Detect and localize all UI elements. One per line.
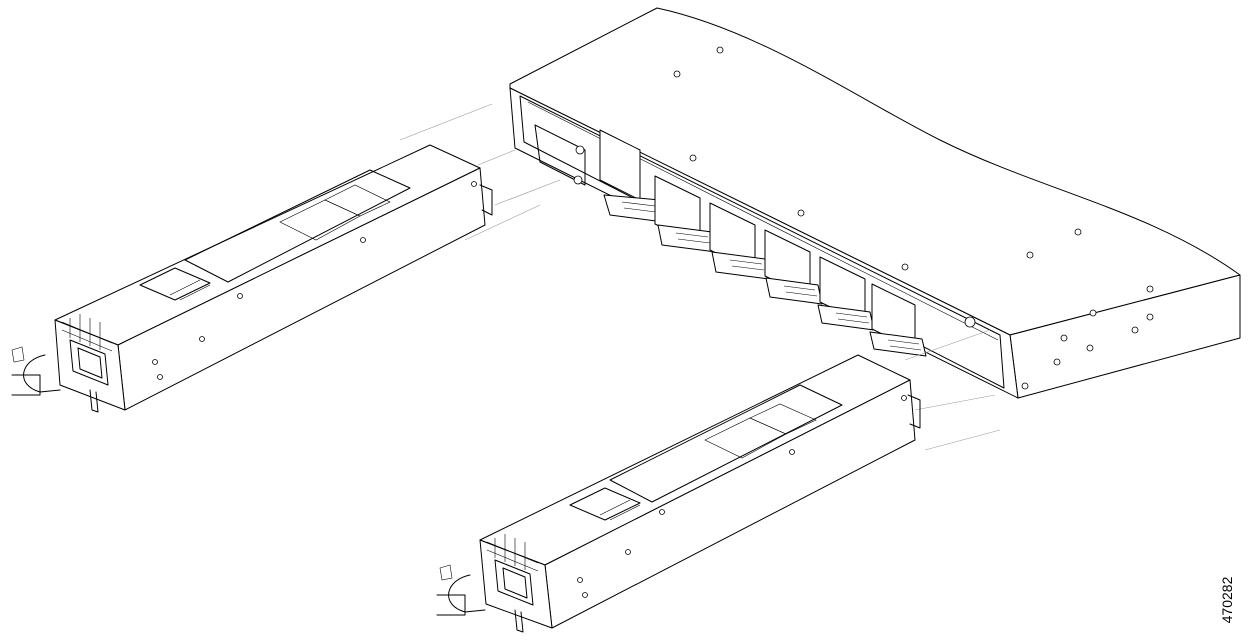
power-supply-module-upper — [11, 144, 493, 413]
alignment-guides — [399, 103, 1001, 451]
fan-module-5 — [817, 256, 875, 331]
power-supply-bay — [534, 124, 586, 186]
power-supply-module-lower — [436, 354, 921, 633]
chassis-screws — [673, 46, 1154, 390]
figure-number: 470282 — [1212, 560, 1242, 640]
fan-module-1 — [599, 129, 665, 223]
fan-module-6 — [869, 283, 927, 357]
switch-chassis — [509, 7, 1241, 399]
fan-module-3 — [709, 202, 770, 280]
fan-module-4 — [764, 229, 823, 305]
figure-number-label: 470282 — [1219, 576, 1235, 624]
